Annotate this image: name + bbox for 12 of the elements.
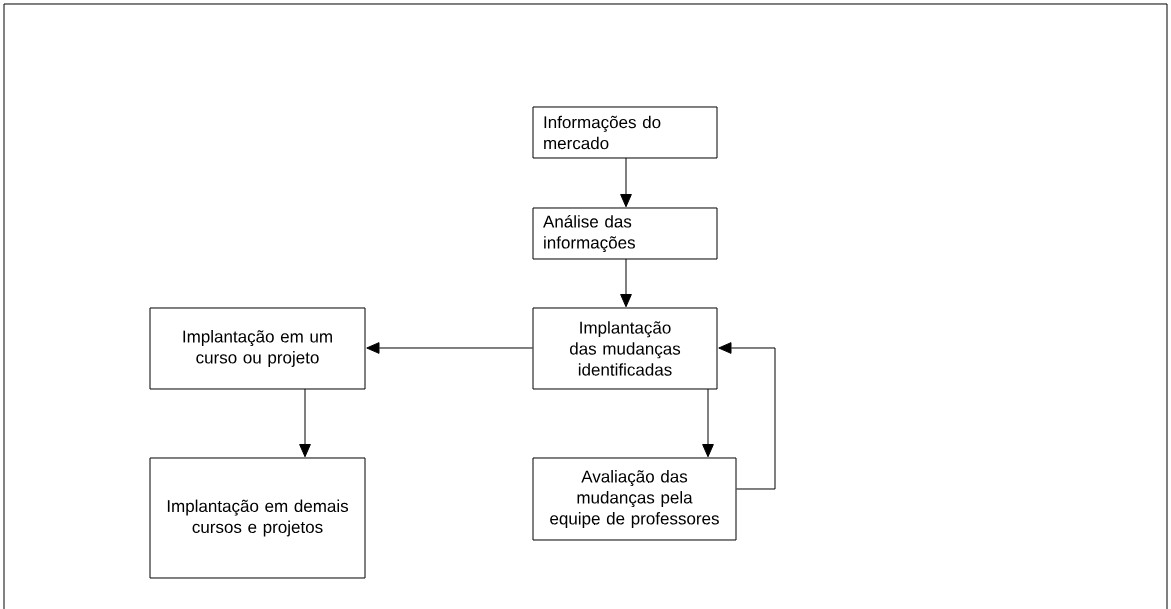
arrow [718, 342, 776, 490]
process-box: Implantação das mudanças identificadas [532, 307, 718, 390]
process-box: Avaliação das mudanças pela equipe de professores [532, 457, 737, 541]
process-box: Implantação em demais cursos e projetos [149, 457, 366, 579]
process-box: Informações do mercado [532, 106, 718, 159]
arrow [702, 388, 714, 458]
arrow [299, 388, 311, 458]
process-box: Implantação em um curso ou projeto [149, 307, 366, 390]
arrow [620, 258, 632, 308]
arrow [366, 342, 533, 354]
arrow [620, 157, 632, 208]
process-box: Análise das informações [532, 207, 718, 260]
